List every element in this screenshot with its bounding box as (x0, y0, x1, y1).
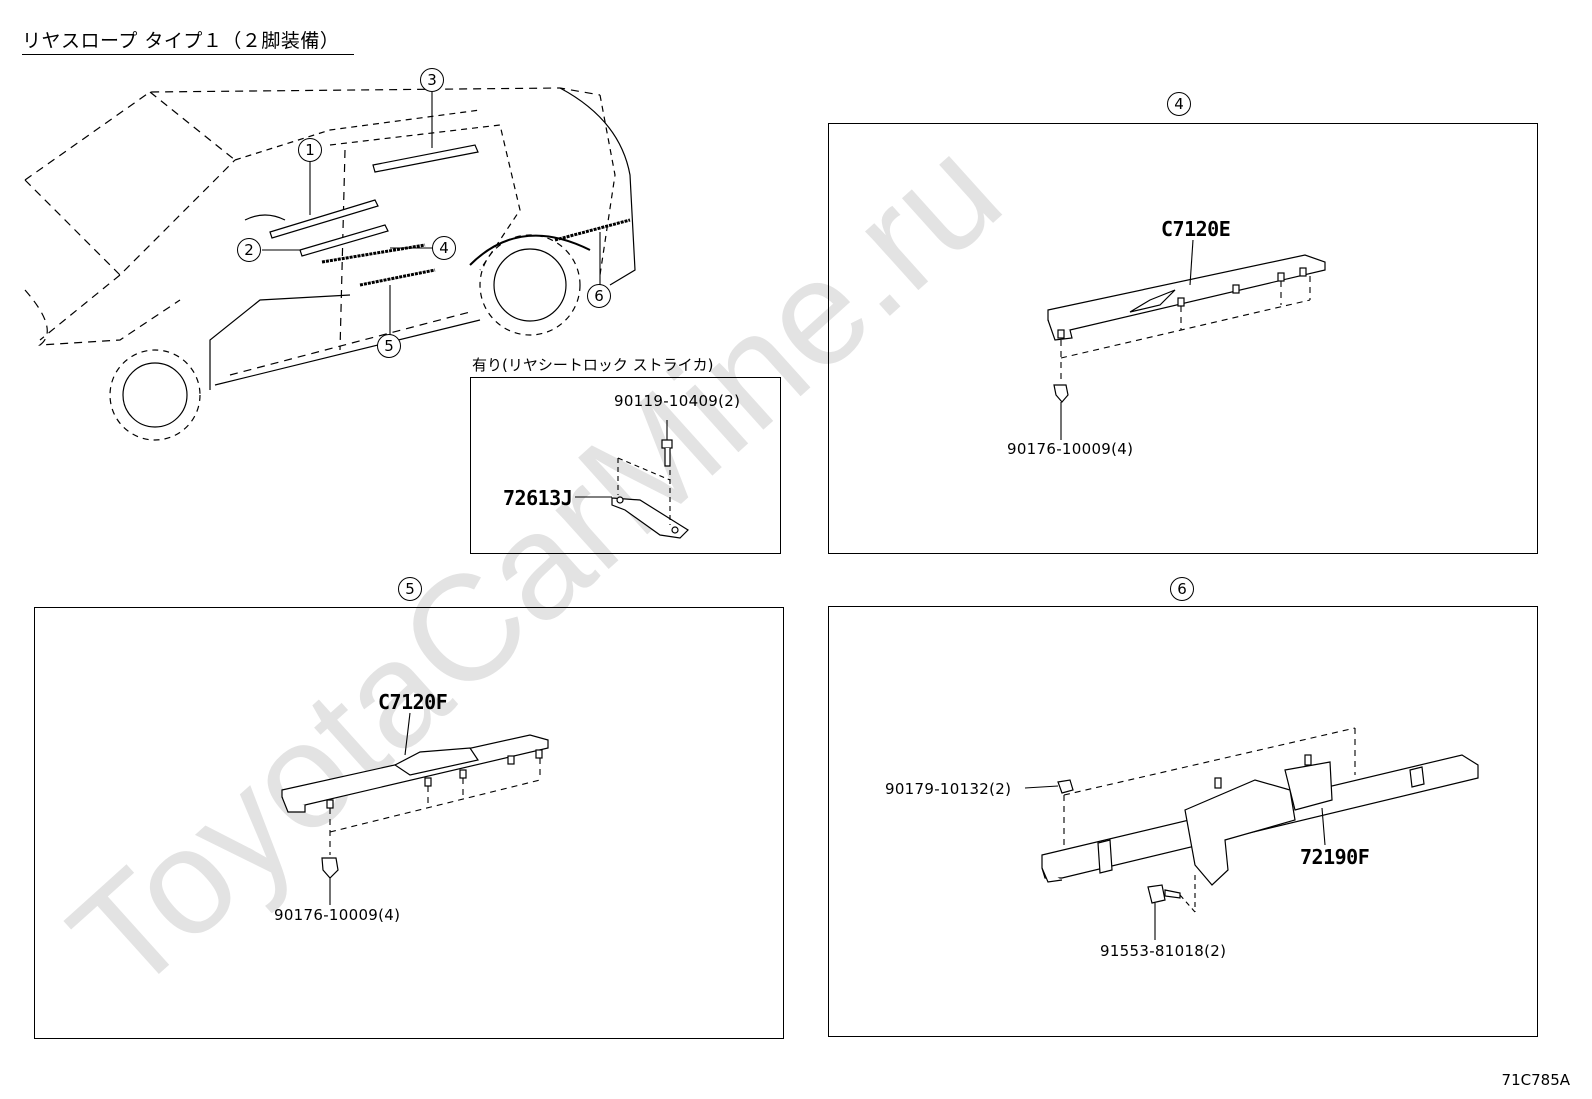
inset-caption: 有り(リヤシートロック ストライカ) (472, 356, 714, 374)
part-90119-10409[interactable]: 90119-10409(2) (614, 392, 741, 410)
callout-2[interactable]: 2 (237, 238, 261, 262)
panel-5-index: 5 (398, 577, 422, 601)
part-90176-10009-p5[interactable]: 90176-10009(4) (274, 906, 401, 924)
panel-4-index: 4 (1167, 92, 1191, 116)
title-underline (22, 54, 354, 55)
diagram-code: 71C785A (1501, 1071, 1570, 1089)
inset-striker-panel (470, 377, 781, 554)
striker-drawing (575, 420, 689, 539)
panel-6 (828, 606, 1538, 1037)
part-91553-81018[interactable]: 91553-81018(2) (1100, 942, 1227, 960)
panel-5 (34, 607, 784, 1039)
callout-4[interactable]: 4 (432, 236, 456, 260)
callout-6[interactable]: 6 (587, 284, 611, 308)
part-C7120E[interactable]: C7120E (1161, 217, 1231, 241)
part-C7120F[interactable]: C7120F (378, 690, 448, 714)
part-90176-10009-p4[interactable]: 90176-10009(4) (1007, 440, 1134, 458)
vehicle-overview (24, 87, 636, 441)
part-72613J[interactable]: 72613J (503, 486, 573, 510)
panel-6-index: 6 (1170, 577, 1194, 601)
callout-5[interactable]: 5 (377, 334, 401, 358)
callout-3[interactable]: 3 (420, 68, 444, 92)
callout-1[interactable]: 1 (298, 138, 322, 162)
part-72190F[interactable]: 72190F (1300, 845, 1370, 869)
page-title: リヤスロープ タイプ１（２脚装備） (22, 30, 340, 52)
panel-4 (828, 123, 1538, 554)
part-90179-10132[interactable]: 90179-10132(2) (885, 780, 1012, 798)
